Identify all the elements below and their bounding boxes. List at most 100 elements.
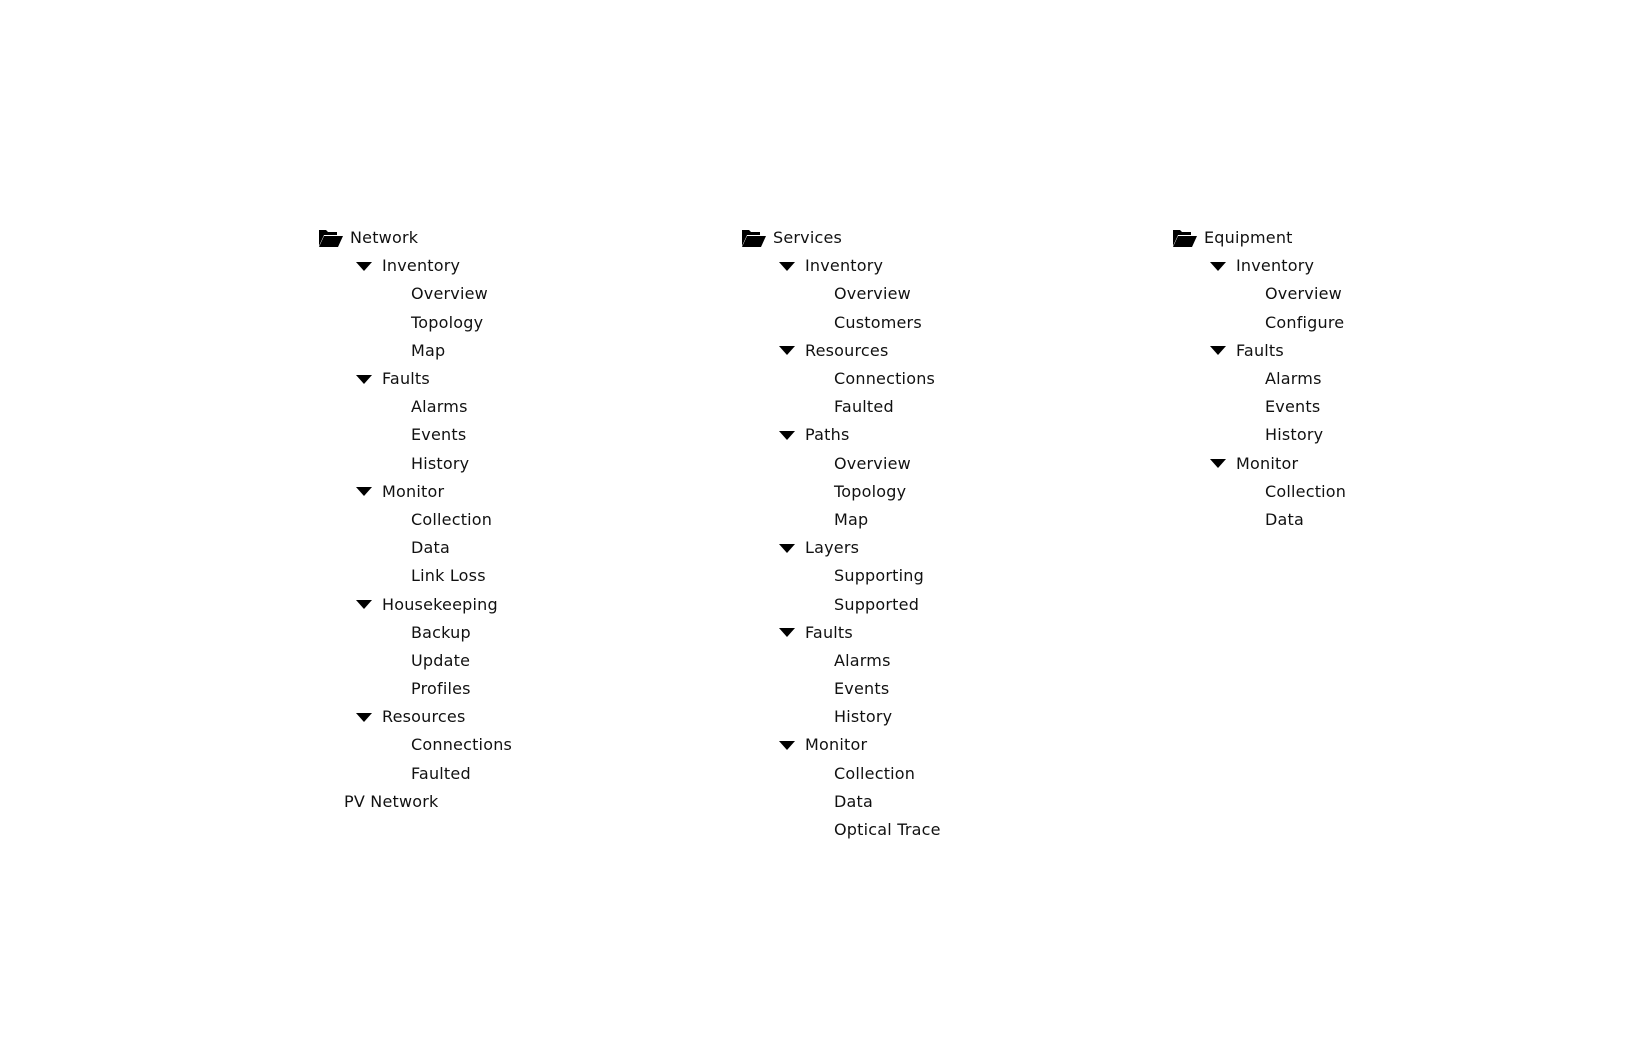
tree-item-label: Alarms <box>834 650 891 670</box>
tree-root-label: PV Network <box>344 791 439 811</box>
caret-down-icon[interactable] <box>356 487 372 497</box>
tree-item-topology[interactable]: Topology <box>741 478 941 506</box>
tree-item-events[interactable]: Events <box>741 675 941 703</box>
caret-down-icon[interactable] <box>779 740 795 750</box>
tree-root-network[interactable]: Network <box>318 224 512 252</box>
tree-item-label: Alarms <box>1265 369 1322 389</box>
tree-item-label: Events <box>834 679 890 699</box>
tree-group-faults[interactable]: Faults <box>1172 337 1346 365</box>
tree-group-inventory[interactable]: Inventory <box>741 252 941 280</box>
tree-item-label: Map <box>834 509 869 529</box>
tree-item-supporting[interactable]: Supporting <box>741 562 941 590</box>
tree-group-monitor[interactable]: Monitor <box>741 731 941 759</box>
tree-item-overview[interactable]: Overview <box>741 280 941 308</box>
tree-item-collection[interactable]: Collection <box>741 760 941 788</box>
tree-group-label: Layers <box>805 538 860 558</box>
caret-down-icon[interactable] <box>779 261 795 271</box>
tree-root-label: Network <box>350 228 419 248</box>
tree-group-faults[interactable]: Faults <box>318 365 512 393</box>
tree-item-label: Backup <box>411 622 471 642</box>
tree-item-optical-trace[interactable]: Optical Trace <box>741 816 941 844</box>
tree-item-alarms[interactable]: Alarms <box>318 393 512 421</box>
tree-group-housekeeping[interactable]: Housekeeping <box>318 590 512 618</box>
tree-item-collection[interactable]: Collection <box>318 506 512 534</box>
tree-item-overview[interactable]: Overview <box>318 280 512 308</box>
tree-item-label: Configure <box>1265 312 1345 332</box>
caret-down-icon[interactable] <box>1210 261 1226 271</box>
caret-down-icon[interactable] <box>779 346 795 356</box>
caret-down-icon[interactable] <box>356 712 372 722</box>
tree-group-label: Inventory <box>805 256 884 276</box>
caret-down-icon[interactable] <box>356 374 372 384</box>
tree-item-label: Collection <box>411 509 493 529</box>
tree-item-label: Data <box>1265 509 1305 529</box>
tree-item-events[interactable]: Events <box>1172 393 1346 421</box>
tree-item-alarms[interactable]: Alarms <box>741 647 941 675</box>
tree-item-map[interactable]: Map <box>741 506 941 534</box>
tree-group-label: Inventory <box>382 256 461 276</box>
tree-item-connections[interactable]: Connections <box>741 365 941 393</box>
tree-group-resources[interactable]: Resources <box>741 337 941 365</box>
tree-item-overview[interactable]: Overview <box>1172 280 1346 308</box>
tree-root-services[interactable]: Services <box>741 224 941 252</box>
tree-group-label: Resources <box>382 707 466 727</box>
tree-root-label: Services <box>773 228 843 248</box>
tree-item-label: History <box>411 453 470 473</box>
caret-down-icon[interactable] <box>356 261 372 271</box>
tree-item-label: Overview <box>411 284 488 304</box>
tree-item-label: Events <box>1265 397 1321 417</box>
tree-item-label: Customers <box>834 312 922 332</box>
tree-item-history[interactable]: History <box>1172 421 1346 449</box>
tree-item-configure[interactable]: Configure <box>1172 309 1346 337</box>
tree-item-label: Collection <box>1265 481 1347 501</box>
tree-item-label: Link Loss <box>411 566 486 586</box>
tree-item-map[interactable]: Map <box>318 337 512 365</box>
tree-item-backup[interactable]: Backup <box>318 619 512 647</box>
tree-group-layers[interactable]: Layers <box>741 534 941 562</box>
tree-item-events[interactable]: Events <box>318 421 512 449</box>
tree-item-label: Supported <box>834 594 920 614</box>
tree-group-faults[interactable]: Faults <box>741 619 941 647</box>
tree-item-data[interactable]: Data <box>318 534 512 562</box>
tree-item-label: Overview <box>834 453 911 473</box>
caret-down-icon[interactable] <box>356 600 372 610</box>
tree-item-data[interactable]: Data <box>741 788 941 816</box>
tree-group-monitor[interactable]: Monitor <box>318 478 512 506</box>
tree-item-supported[interactable]: Supported <box>741 590 941 618</box>
caret-down-icon[interactable] <box>779 430 795 440</box>
tree-item-faulted[interactable]: Faulted <box>318 760 512 788</box>
tree-item-label: Topology <box>411 312 484 332</box>
tree-root-pv-network[interactable]: PV Network <box>318 788 512 816</box>
tree-group-resources[interactable]: Resources <box>318 703 512 731</box>
tree-item-history[interactable]: History <box>741 703 941 731</box>
tree-item-label: Topology <box>834 481 907 501</box>
tree-item-label: History <box>834 707 893 727</box>
tree-item-history[interactable]: History <box>318 450 512 478</box>
caret-down-icon[interactable] <box>1210 346 1226 356</box>
folder-open-icon <box>741 228 767 248</box>
tree-group-label: Monitor <box>382 481 445 501</box>
tree-root-equipment[interactable]: Equipment <box>1172 224 1346 252</box>
tree-item-label: Connections <box>834 369 936 389</box>
tree-item-update[interactable]: Update <box>318 647 512 675</box>
tree-item-data[interactable]: Data <box>1172 506 1346 534</box>
caret-down-icon[interactable] <box>1210 459 1226 469</box>
tree-item-customers[interactable]: Customers <box>741 309 941 337</box>
tree-group-inventory[interactable]: Inventory <box>318 252 512 280</box>
tree-item-connections[interactable]: Connections <box>318 731 512 759</box>
tree-group-paths[interactable]: Paths <box>741 421 941 449</box>
tree-item-overview[interactable]: Overview <box>741 450 941 478</box>
caret-down-icon[interactable] <box>779 543 795 553</box>
tree-item-alarms[interactable]: Alarms <box>1172 365 1346 393</box>
tree-item-link-loss[interactable]: Link Loss <box>318 562 512 590</box>
tree-item-collection[interactable]: Collection <box>1172 478 1346 506</box>
tree-group-monitor[interactable]: Monitor <box>1172 450 1346 478</box>
tree-item-topology[interactable]: Topology <box>318 309 512 337</box>
tree-item-label: Profiles <box>411 679 471 699</box>
tree-item-label: Data <box>411 538 451 558</box>
tree-item-profiles[interactable]: Profiles <box>318 675 512 703</box>
tree-group-inventory[interactable]: Inventory <box>1172 252 1346 280</box>
caret-down-icon[interactable] <box>779 628 795 638</box>
tree-item-faulted[interactable]: Faulted <box>741 393 941 421</box>
